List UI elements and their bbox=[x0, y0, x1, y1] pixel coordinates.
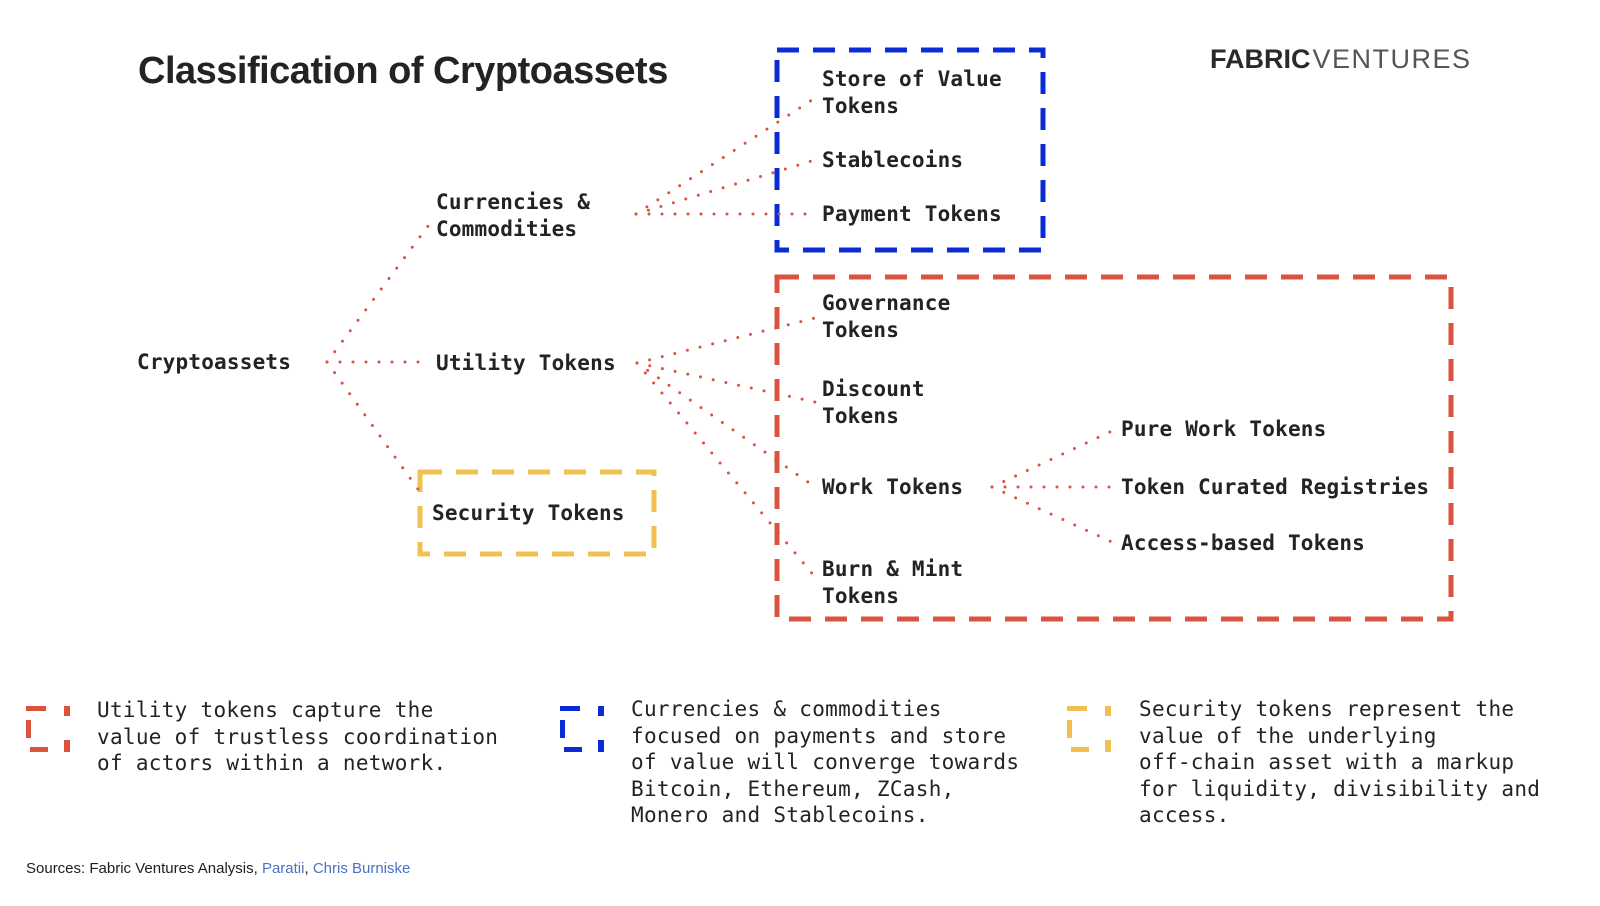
source-link-chris-burniske[interactable]: Chris Burniske bbox=[312, 860, 411, 877]
legend-security-bracket-icon bbox=[1067, 706, 1111, 752]
brand-logo-light: VENTURES bbox=[1312, 44, 1472, 74]
node-governance-tokens: Governance Tokens bbox=[822, 290, 950, 344]
sources-prefix: Sources: Fabric Ventures Analysis, bbox=[26, 860, 262, 877]
node-currencies-line1: Currencies & bbox=[436, 190, 591, 214]
node-payment-tokens: Payment Tokens bbox=[822, 202, 1002, 226]
sources-footer: Sources: Fabric Ventures Analysis, Parat… bbox=[26, 860, 410, 877]
node-store-of-value-tokens: Store of Value Tokens bbox=[822, 66, 1002, 120]
legend-utility-text: Utility tokens capture the value of trus… bbox=[97, 698, 499, 775]
node-currencies-line2: Commodities bbox=[436, 217, 578, 241]
legend-security-text: Security tokens represent the value of t… bbox=[1139, 697, 1541, 827]
connector-currencies-store bbox=[634, 96, 817, 216]
connector-utility-burn bbox=[635, 361, 817, 579]
node-access-based-tokens: Access-based Tokens bbox=[1121, 531, 1366, 555]
connector-utility-governance bbox=[635, 316, 817, 365]
node-stablecoins: Stablecoins bbox=[822, 148, 964, 172]
connector-work-pure bbox=[990, 428, 1116, 489]
node-pure-work-tokens: Pure Work Tokens bbox=[1121, 417, 1327, 441]
node-burn-and-mint-tokens: Burn & Mint Tokens bbox=[822, 556, 963, 610]
node-burn-line2: Tokens bbox=[822, 584, 900, 608]
node-cryptoassets: Cryptoassets bbox=[137, 350, 292, 374]
node-utility-tokens: Utility Tokens bbox=[436, 351, 616, 375]
node-store-line1: Store of Value bbox=[822, 67, 1002, 91]
page-title: Classification of Cryptoassets bbox=[138, 50, 668, 92]
node-governance-line1: Governance bbox=[822, 291, 951, 315]
sources-separator: , bbox=[304, 860, 313, 877]
node-governance-line2: Tokens bbox=[822, 318, 900, 342]
legend-currencies-bracket-icon bbox=[560, 706, 604, 752]
connector-root-currencies bbox=[325, 224, 430, 364]
node-discount-line1: Discount bbox=[822, 377, 925, 401]
brand-logo-bold: FABRIC bbox=[1210, 44, 1311, 74]
connector-root-security bbox=[325, 360, 422, 494]
node-token-curated-registries: Token Curated Registries bbox=[1121, 475, 1430, 499]
legend-utility-bracket-icon bbox=[26, 706, 70, 752]
connector-utility-work bbox=[635, 361, 817, 489]
brand-logo: FABRICVENTURES bbox=[1210, 44, 1472, 75]
node-work-tokens: Work Tokens bbox=[822, 475, 964, 499]
node-security-tokens: Security Tokens bbox=[432, 501, 625, 525]
source-link-paratii[interactable]: Paratii bbox=[261, 860, 305, 877]
connector-currencies-stable bbox=[634, 158, 817, 216]
node-store-line2: Tokens bbox=[822, 94, 900, 118]
connector-utility-discount bbox=[635, 361, 817, 404]
connector-work-access bbox=[990, 485, 1116, 545]
node-burn-line1: Burn & Mint bbox=[822, 557, 964, 581]
node-discount-line2: Tokens bbox=[822, 404, 900, 428]
node-discount-tokens: Discount Tokens bbox=[822, 376, 925, 430]
legend-currencies-text: Currencies & commodities focused on paym… bbox=[631, 697, 1020, 827]
node-currencies-commodities: Currencies & Commodities bbox=[436, 189, 590, 243]
